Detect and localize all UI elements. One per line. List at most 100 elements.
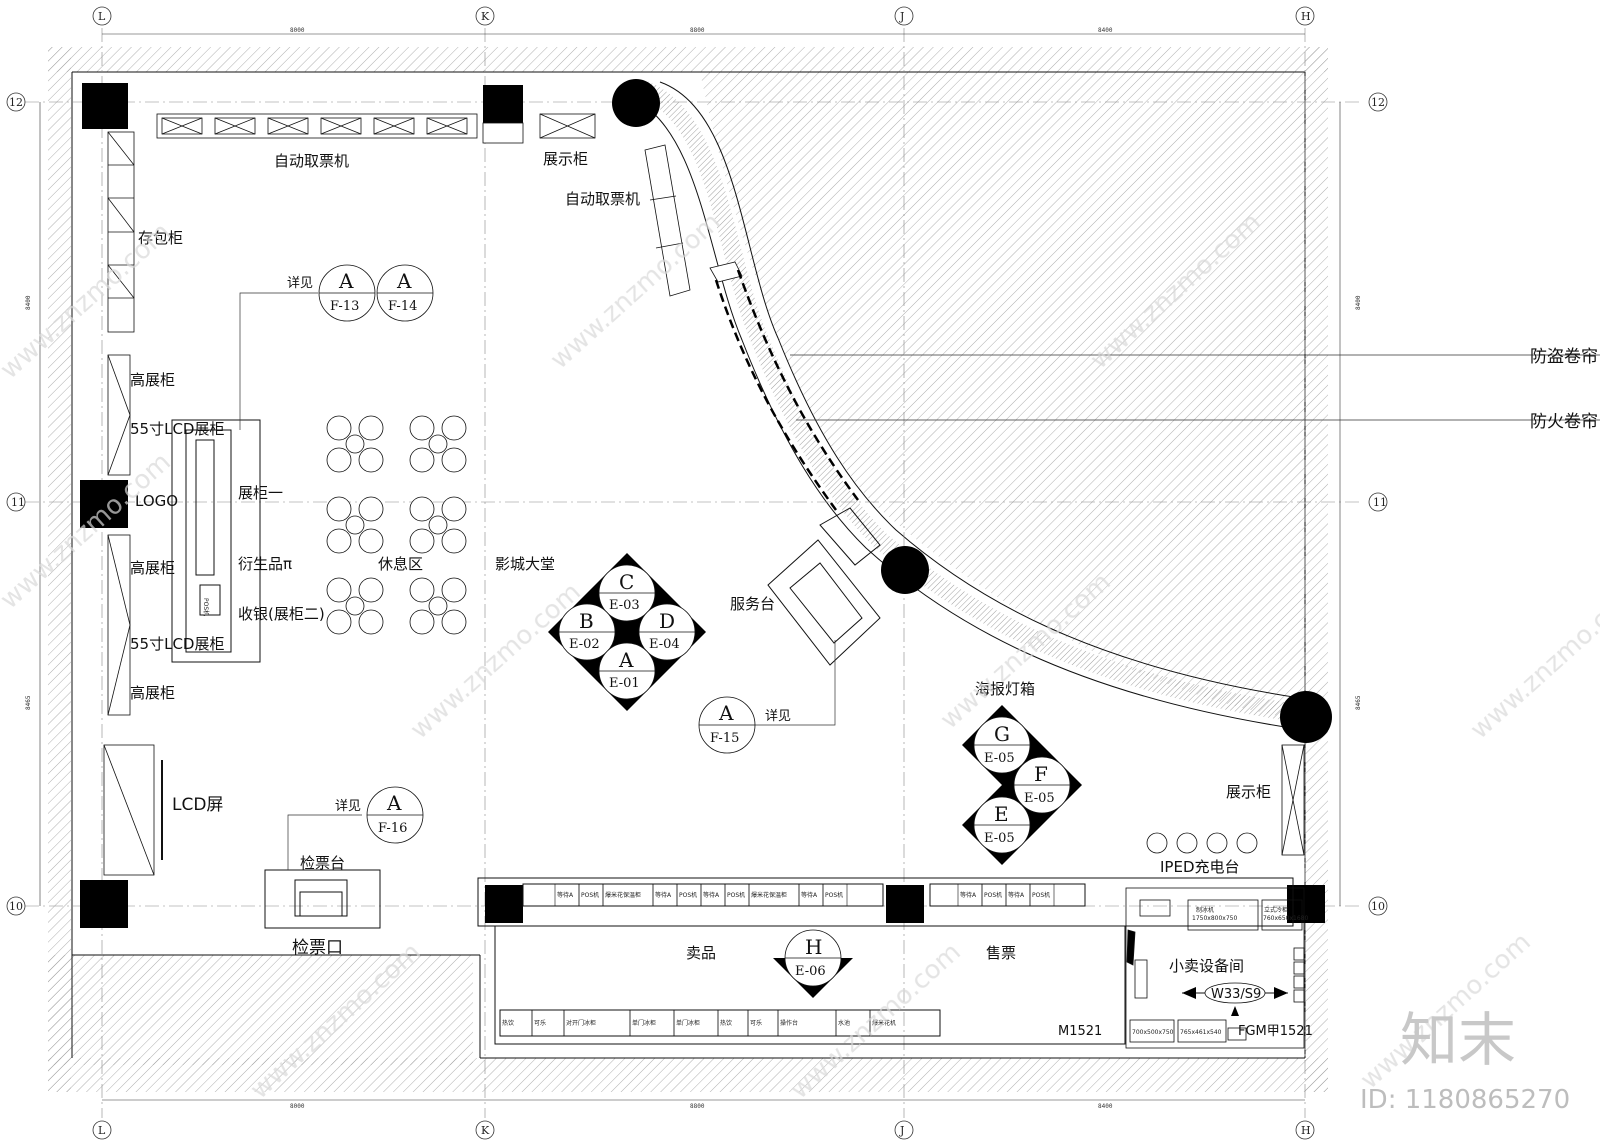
label-cabinet-one: 展柜一	[238, 484, 283, 502]
elev-h-letter: H	[805, 935, 822, 959]
counter-cell-label: 水池	[838, 1019, 850, 1027]
lounge-chair	[409, 447, 435, 473]
elev-c-letter: C	[619, 570, 634, 594]
label-poster-lightbox: 海报灯箱	[975, 680, 1035, 698]
tag-a-f16-code: F-16	[378, 821, 407, 836]
top-dim-1: 8000	[290, 27, 305, 34]
tag-a-f13-code: F-13	[330, 299, 359, 314]
lounge-chair	[326, 447, 352, 473]
check-gate	[264, 869, 381, 929]
counter-cell-label: 单门冰柜	[632, 1019, 656, 1027]
elevation-cluster-center	[548, 553, 706, 711]
equipment-room	[1125, 887, 1305, 1049]
counter-back-cells: 热饮可乐对开门冰柜单门冰柜单门冰柜热饮可乐操作台水池爆米花机	[499, 1009, 941, 1037]
axis-row-11-right: 11	[1373, 496, 1387, 509]
axis-col-k-bottom: K	[481, 1124, 490, 1137]
right-dim-2: 8465	[1355, 695, 1362, 710]
left-dim-1: 8400	[25, 295, 32, 310]
elev-e-code: E-05	[984, 831, 1015, 846]
counter-cell-label: 热饮	[502, 1019, 514, 1027]
label-lcd-cabinet-2: 55寸LCD展柜	[130, 635, 224, 653]
elev-b-code: E-02	[569, 637, 600, 652]
tag-a-f13-letter: A	[338, 269, 354, 293]
elevation-tag-h	[773, 929, 853, 998]
lounge-chair	[441, 447, 467, 473]
counter-cell-label: 等待A	[960, 891, 977, 899]
label-see-detail-1: 详见	[287, 276, 313, 291]
lounge-chair	[441, 496, 467, 522]
label-door-m: M1521	[1058, 1024, 1102, 1039]
lounge-table	[345, 434, 365, 454]
counter-cell-label: 可乐	[750, 1020, 762, 1027]
label-see-detail-3: 详见	[335, 799, 361, 814]
service-desk	[767, 507, 881, 666]
lounge-chair	[441, 577, 467, 603]
axis-bubbles	[6, 6, 1388, 1140]
counter-cell	[869, 1009, 941, 1037]
curved-ticket-machines	[644, 144, 743, 297]
counter-cell-label: 操作台	[780, 1019, 798, 1027]
label-check-gate: 检票口	[292, 938, 343, 958]
left-wall-cabinets	[103, 131, 155, 876]
lounge-chair	[326, 577, 352, 603]
equip-text-5: 700x500x750	[1132, 1029, 1174, 1036]
tag-a-f15-code: F-15	[710, 731, 739, 746]
room-labels: 自动取票机 展示柜 自动取票机 存包柜 高展柜 55寸LCD展柜 LOGO 高展…	[130, 150, 1598, 1039]
roller-shutters	[714, 269, 1600, 511]
counter-cell-label: POS机	[825, 891, 843, 899]
elev-f-letter: F	[1034, 762, 1048, 786]
lounge-table-set	[409, 496, 467, 554]
lounge-chair	[358, 447, 384, 473]
label-tall-cabinet-1: 高展柜	[130, 371, 175, 389]
equip-text-1: 制冰机	[1196, 906, 1214, 914]
label-cashier: 收银(展柜二)	[238, 605, 325, 623]
counter-cell-label: POS机	[581, 891, 599, 899]
lounge-table-set	[326, 415, 384, 473]
equip-text-6: 765x461x540	[1180, 1029, 1222, 1036]
label-ticket-machine-1: 自动取票机	[274, 152, 349, 170]
svg-text:www.znzmo.com: www.znzmo.com	[0, 447, 177, 615]
label-lcd-screen: LCD屏	[172, 795, 223, 815]
label-anti-theft-shutter: 防盗卷帘	[1530, 347, 1598, 367]
lounge-chair	[358, 415, 384, 441]
left-dim-2: 8465	[25, 695, 32, 710]
elev-e-letter: E	[994, 802, 1009, 826]
counter-cell	[1029, 883, 1055, 907]
label-derivatives: 衍生品π	[238, 555, 292, 573]
elev-a-letter: A	[618, 648, 634, 672]
elev-g-letter: G	[994, 722, 1010, 746]
counter-cell-label: 对开门冰柜	[566, 1019, 596, 1027]
lounge-chair	[358, 609, 384, 635]
bottom-dim-3: 8400	[1098, 1103, 1113, 1110]
counter-cell-label: 等待A	[1008, 891, 1025, 899]
label-lcd-cabinet-1: 55寸LCD展柜	[130, 420, 224, 438]
lounge-chair	[441, 609, 467, 635]
door-code: W33/S9	[1211, 987, 1261, 1002]
counter-cell-label: POS机	[679, 891, 697, 899]
tag-a-f16-letter: A	[386, 791, 402, 815]
lounge-chair	[409, 577, 435, 603]
top-dim-2: 8800	[690, 27, 705, 34]
label-tall-cabinet-2: 高展柜	[130, 559, 175, 577]
label-service-desk: 服务台	[730, 595, 775, 613]
lounge-table-set	[326, 577, 384, 635]
equip-text-2: 1750x800x750	[1192, 915, 1237, 922]
lounge-chair	[358, 528, 384, 554]
lounge-chair	[441, 415, 467, 441]
lounge-table-set	[326, 496, 384, 554]
label-lounge: 休息区	[378, 555, 423, 573]
tag-a-f14-code: F-14	[388, 299, 417, 314]
lounge-table-set	[409, 577, 467, 635]
bottom-dim-2: 8800	[690, 1103, 705, 1110]
counter-cell-label: 爆米花保温柜	[605, 891, 641, 899]
lounge-chair	[326, 609, 352, 635]
axis-row-11-left: 11	[11, 496, 25, 509]
lounge-furniture	[326, 415, 467, 635]
counter-cell-label: 等待A	[557, 891, 574, 899]
label-locker: 存包柜	[138, 229, 183, 247]
elev-d-letter: D	[659, 609, 675, 633]
right-dim-1: 8400	[1355, 295, 1362, 310]
equip-text-4: 760x650x1680	[1263, 915, 1308, 922]
tag-a-f15-letter: A	[718, 701, 734, 725]
